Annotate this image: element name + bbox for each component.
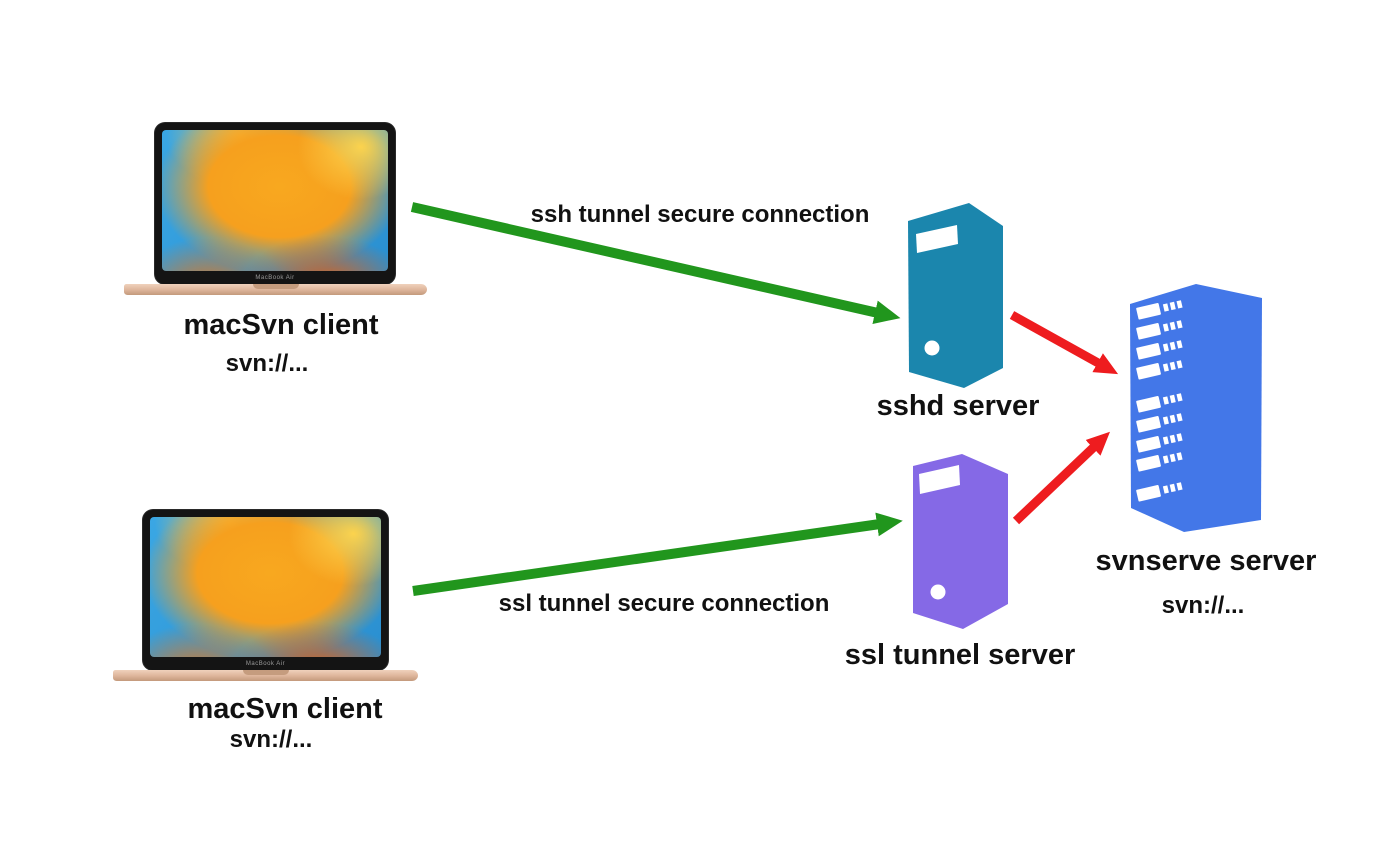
laptop-screen: MacBook Air (155, 123, 395, 284)
sshd-server-label: sshd server (876, 390, 1040, 422)
svnserve-server-url: svn://... (1161, 592, 1245, 619)
ssltunnel-to-svnserve-arrow (1012, 431, 1111, 525)
tower-slot (919, 465, 960, 494)
ssh-connection-label: ssh tunnel secure connection (530, 201, 870, 228)
tower-power-button (924, 340, 940, 356)
laptop-wallpaper (150, 517, 381, 657)
ssl-connection-label: ssl tunnel secure connection (498, 590, 830, 617)
client-1-label: macSvn client (183, 309, 379, 341)
ssl-tunnel-server-icon (913, 454, 1008, 629)
ssl-tunnel-arrow (412, 512, 903, 596)
laptop-base (124, 284, 427, 295)
laptop-base (113, 670, 418, 681)
client-2-url: svn://... (229, 726, 313, 753)
laptop-wallpaper (162, 130, 388, 271)
svnserve-server-label: svnserve server (1095, 545, 1317, 577)
svnserve-server-icon (1130, 284, 1262, 532)
client-2-label: macSvn client (187, 693, 383, 725)
sshd-to-svnserve-arrow (1009, 311, 1119, 375)
sshd-server-icon (908, 203, 1003, 388)
laptop-notch (252, 284, 299, 289)
tower-slot (916, 225, 958, 253)
laptop-brand-text: MacBook Air (245, 661, 286, 667)
ssl-tunnel-server-label: ssl tunnel server (844, 639, 1076, 671)
client-1-url: svn://... (225, 350, 309, 377)
laptop-brand-text: MacBook Air (255, 275, 295, 281)
laptop-notch (242, 670, 289, 675)
tower-power-button (930, 584, 946, 600)
laptop-screen: MacBook Air (143, 510, 388, 670)
ssh-tunnel-arrow (410, 202, 901, 325)
